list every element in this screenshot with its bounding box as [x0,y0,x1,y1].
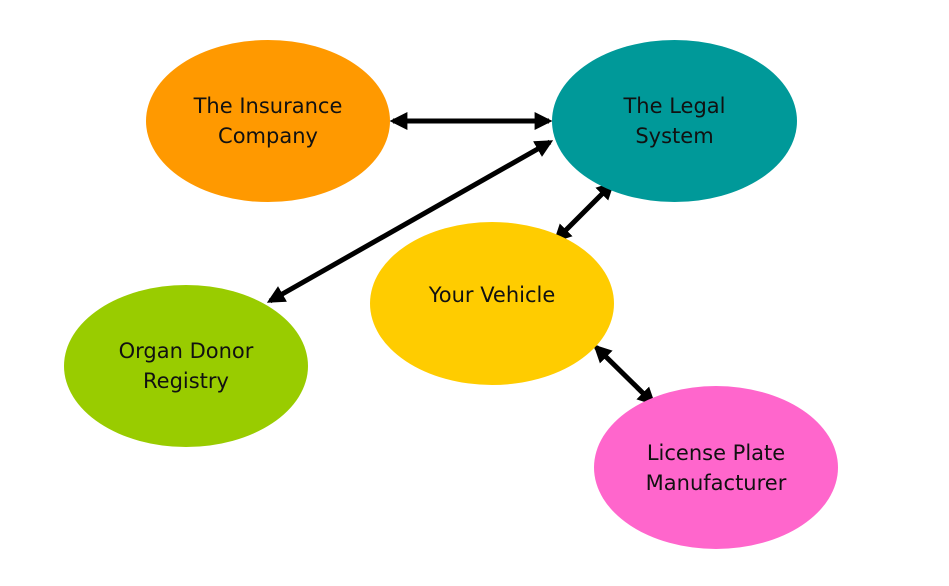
insurance-label-line-1: The Insurance [193,94,343,118]
legal-label-line-1: The Legal [623,94,726,118]
license-label-line-2: Manufacturer [645,470,787,495]
your-vehicle-label: Your Vehicle [429,280,556,310]
organ-label-line-1: Organ Donor [118,339,254,363]
license-plate-manufacturer-node: License Plate Manufacturer [594,386,838,549]
organ-donor-registry-node: Organ Donor Registry [64,285,308,447]
legal-system-label: The Legal System [623,91,725,151]
arrow-vehicle-legal [553,181,615,243]
vehicle-label-line-1: Your Vehicle [428,282,556,307]
arrow-organ-legal [266,139,554,304]
legal-system-node: The Legal System [552,40,797,202]
your-vehicle-node: Your Vehicle [370,222,614,385]
insurance-company-label: The Insurance Company [194,91,343,151]
organ-donor-registry-label: Organ Donor Registry [119,336,254,396]
insurance-company-node: The Insurance Company [146,40,390,202]
organ-label-line-2: Registry [143,369,229,393]
license-label-line-1: License Plate [646,440,786,465]
arrow-vehicle-license [593,344,656,406]
insurance-label-line-2: Company [218,124,318,148]
legal-label-line-2: System [635,124,714,148]
license-plate-manufacturer-label: License Plate Manufacturer [646,438,787,498]
